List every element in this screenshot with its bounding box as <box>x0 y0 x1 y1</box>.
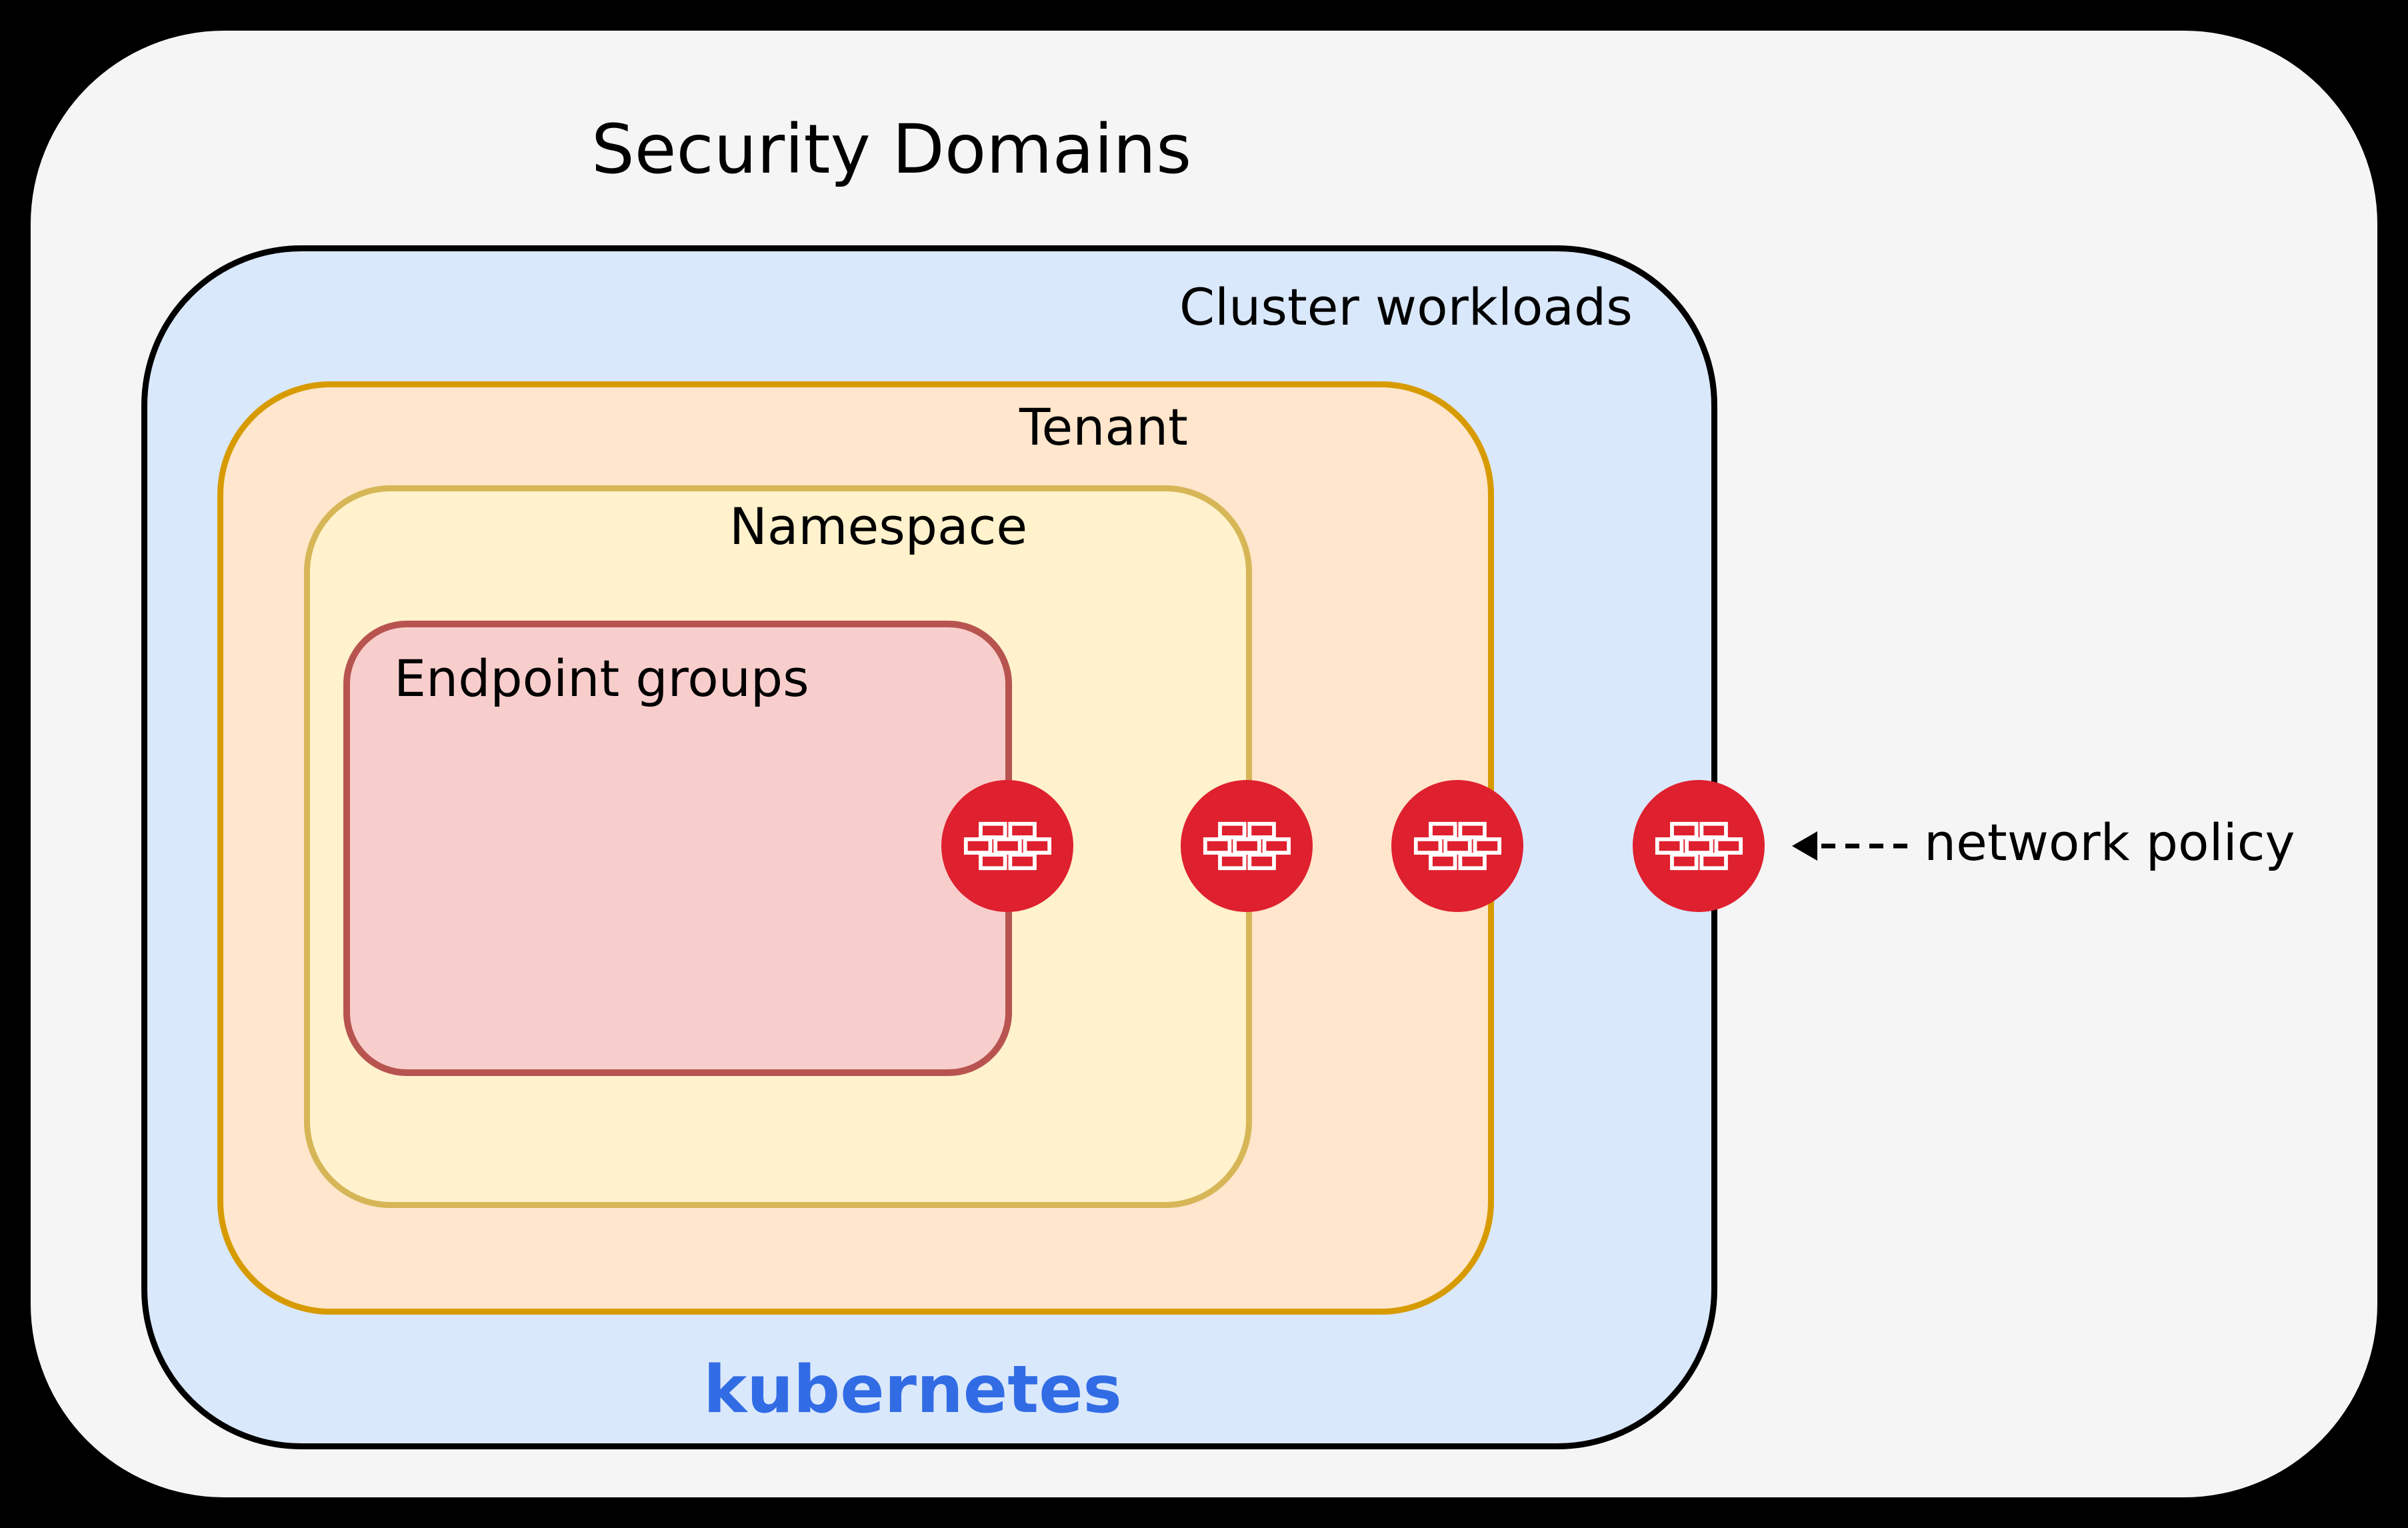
firewall-brick-wall-icon <box>963 821 1052 871</box>
firewall-brick-wall-icon <box>1413 821 1502 871</box>
firewall-icon-cluster-boundary <box>1633 780 1765 912</box>
firewall-brick-wall-icon <box>1203 821 1291 871</box>
firewall-icon-namespace-boundary <box>1181 780 1313 912</box>
firewall-icon-endpoint-groups-boundary <box>941 780 1073 912</box>
kubernetes-wordmark: kubernetes <box>703 1352 1122 1428</box>
network-policy-arrow <box>1792 831 1912 861</box>
network-policy-label: network policy <box>1924 813 2295 872</box>
page-title: Security Domains <box>591 110 1192 189</box>
cluster-workloads-label: Cluster workloads <box>1179 277 1633 337</box>
firewall-icon-tenant-boundary <box>1391 780 1523 912</box>
endpoint-groups-label: Endpoint groups <box>394 649 809 708</box>
tenant-label: Tenant <box>1019 397 1188 457</box>
security-domains-frame: Security Domains Cluster workloads Tenan… <box>31 31 2377 1497</box>
firewall-brick-wall-icon <box>1655 821 1743 871</box>
namespace-label: Namespace <box>729 497 1028 556</box>
